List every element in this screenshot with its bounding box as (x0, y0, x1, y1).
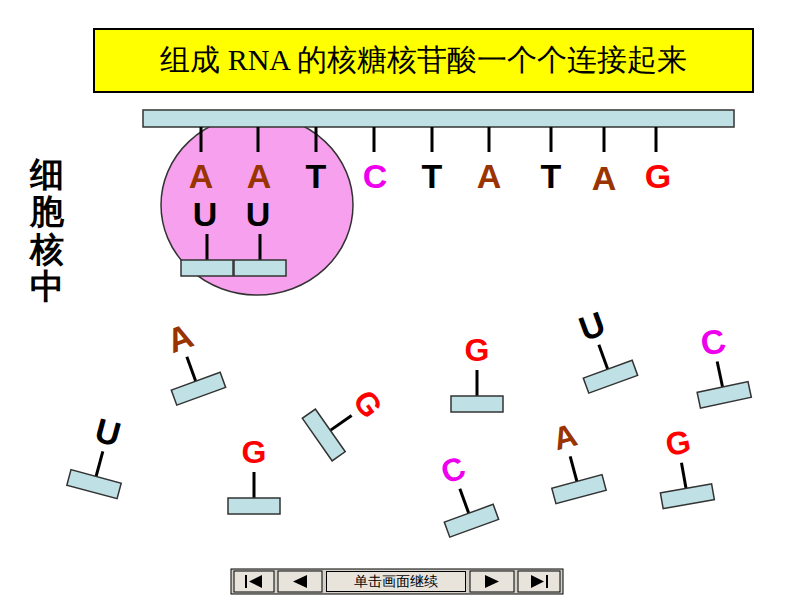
base-letter: C (437, 451, 470, 489)
base-letter: G (663, 425, 693, 461)
base-letter: A (189, 159, 214, 193)
bound-nucleotides (181, 234, 286, 276)
nav-button: 单击画面继续 (326, 571, 466, 592)
base-letter: A (550, 419, 581, 456)
free-nucleotides (67, 336, 751, 537)
dna-strand (143, 110, 734, 127)
base-letter: T (541, 159, 562, 193)
title-text: 组成 RNA 的核糖核苷酸一个个连接起来 (160, 40, 687, 81)
base-letter: U (92, 412, 125, 451)
nav-bar (231, 569, 563, 594)
base-letter: A (477, 159, 502, 193)
base-letter: C (697, 323, 728, 361)
base-letter: U (193, 197, 218, 231)
nucleus-highlight (161, 115, 353, 295)
nav-label: 单击画面继续 (354, 573, 438, 591)
base-letter: G (645, 159, 671, 193)
base-letter: U (246, 197, 271, 231)
base-letter: G (465, 334, 490, 366)
base-letter: G (242, 436, 267, 468)
base-letter: A (247, 159, 272, 193)
base-letter: T (422, 159, 443, 193)
base-letter: C (363, 159, 388, 193)
base-letter: A (163, 318, 198, 358)
base-letter: G (348, 385, 388, 424)
base-letter: A (592, 161, 617, 195)
base-letter: U (575, 306, 610, 346)
strand-sticks (201, 127, 656, 152)
vertical-label: 细胞核中 (30, 156, 64, 306)
title-box: 组成 RNA 的核糖核苷酸一个个连接起来 (93, 28, 754, 93)
base-letter: T (306, 159, 327, 193)
